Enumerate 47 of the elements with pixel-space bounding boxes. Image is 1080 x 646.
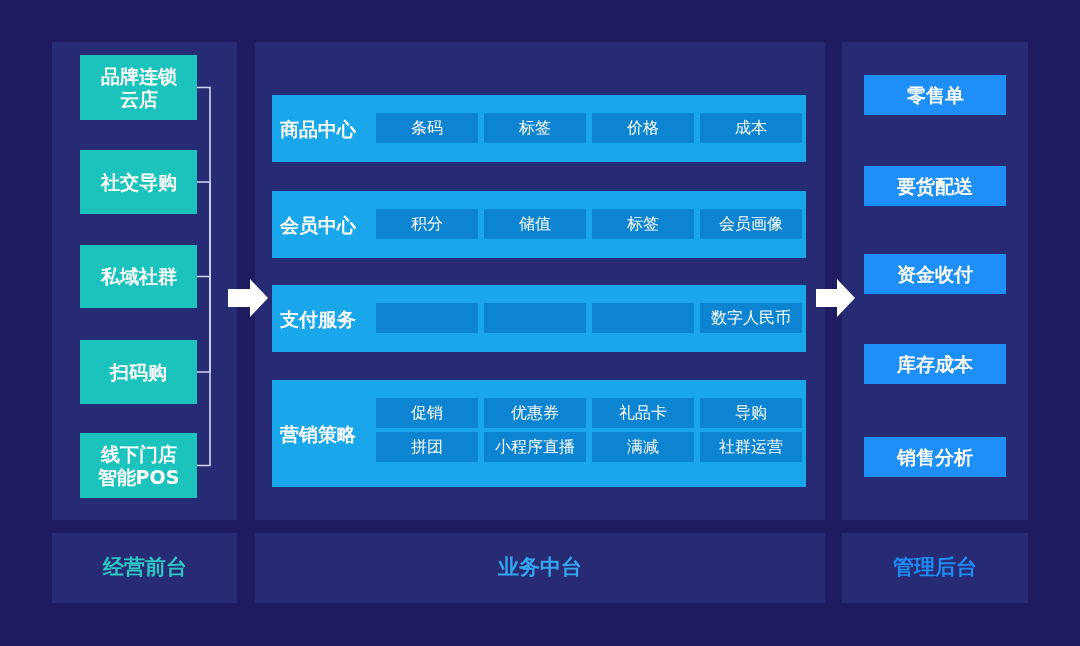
feature-cell [376, 303, 478, 333]
feature-cell: 促销 [376, 398, 478, 428]
feature-cell: 数字人民币 [700, 303, 802, 333]
feature-cell: 标签 [484, 113, 586, 143]
module-band [272, 380, 806, 487]
tier-band: 经营前台 [52, 533, 237, 603]
feature-cell: 社群运营 [700, 432, 802, 462]
output-box: 要货配送 [864, 166, 1006, 206]
output-box: 销售分析 [864, 437, 1006, 477]
module-title: 商品中心 [280, 116, 357, 141]
panel [255, 42, 825, 520]
module-title: 会员中心 [280, 212, 357, 237]
feature-cell [484, 303, 586, 333]
channel-box: 品牌连锁云店 [80, 55, 197, 120]
panel [52, 42, 237, 520]
feature-cell: 储值 [484, 209, 586, 239]
feature-cell: 拼团 [376, 432, 478, 462]
feature-cell: 积分 [376, 209, 478, 239]
channel-box: 社交导购 [80, 150, 197, 214]
feature-cell: 标签 [592, 209, 694, 239]
module-title: 支付服务 [280, 306, 357, 331]
channel-box: 线下门店智能POS [80, 433, 197, 498]
tier-band: 管理后台 [842, 533, 1028, 603]
block-arrow [816, 279, 855, 317]
module-title: 营销策略 [280, 421, 357, 446]
module-band [272, 191, 806, 258]
output-box: 资金收付 [864, 254, 1006, 294]
output-box: 零售单 [864, 75, 1006, 115]
feature-cell: 成本 [700, 113, 802, 143]
feature-cell: 条码 [376, 113, 478, 143]
channel-box: 私域社群 [80, 245, 197, 308]
feature-cell: 小程序直播 [484, 432, 586, 462]
channel-box: 扫码购 [80, 340, 197, 404]
module-band [272, 285, 806, 352]
feature-cell: 会员画像 [700, 209, 802, 239]
feature-cell: 满减 [592, 432, 694, 462]
block-arrow [228, 279, 268, 317]
feature-cell: 优惠券 [484, 398, 586, 428]
feature-cell: 价格 [592, 113, 694, 143]
output-box: 库存成本 [864, 344, 1006, 384]
panel [842, 42, 1028, 520]
feature-cell: 导购 [700, 398, 802, 428]
tier-band: 业务中台 [255, 533, 825, 603]
bracket-line [196, 279, 211, 467]
feature-cell [592, 303, 694, 333]
module-band [272, 95, 806, 162]
feature-cell: 礼品卡 [592, 398, 694, 428]
